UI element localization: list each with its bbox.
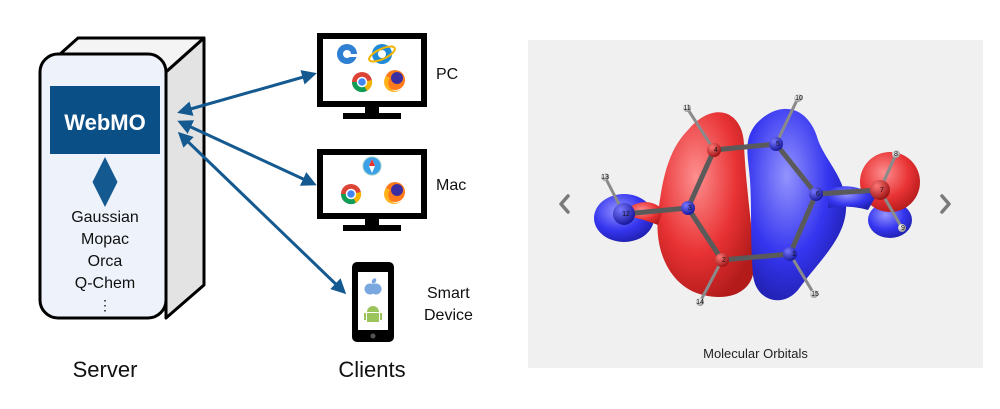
atom-label: 6 bbox=[816, 191, 820, 198]
atom-label: 1 bbox=[792, 251, 796, 258]
atom-carbon bbox=[783, 247, 797, 261]
architecture-diagram: WebMO Gaussian Mopac Orca Q-Chem ⋮ Serve… bbox=[38, 33, 473, 382]
molecular-orbitals-carousel: 1 2 3 4 5 6 7 8 9 10 11 12 13 14 15 Mole… bbox=[528, 40, 983, 368]
pc-monitor bbox=[317, 33, 427, 119]
atom-hydrogen bbox=[810, 290, 818, 298]
atom-nitrogen bbox=[870, 180, 890, 200]
atom-hydrogen bbox=[696, 298, 704, 306]
carousel-prev-button[interactable] bbox=[554, 190, 574, 218]
apple-icon bbox=[364, 278, 382, 295]
engine-qchem: Q-Chem bbox=[75, 275, 135, 292]
bond bbox=[788, 252, 816, 296]
orbital-lobe-red-ring bbox=[657, 112, 755, 297]
atom-label: 7 bbox=[880, 187, 884, 194]
bond bbox=[711, 141, 779, 153]
atoms bbox=[613, 137, 890, 267]
atom-label: 13 bbox=[601, 174, 609, 181]
safari-icon bbox=[362, 156, 382, 176]
bond bbox=[813, 187, 883, 197]
atom-hydrogen bbox=[794, 94, 802, 102]
bond bbox=[773, 141, 819, 197]
bond bbox=[698, 258, 724, 304]
chrome-icon bbox=[340, 184, 362, 205]
webmo-label: WebMO bbox=[64, 110, 145, 135]
chevron-right-icon bbox=[940, 194, 951, 214]
atom-hydrogen bbox=[898, 224, 906, 232]
bond bbox=[787, 191, 819, 257]
internet-explorer-icon bbox=[368, 44, 396, 64]
engine-more: ⋮ bbox=[98, 297, 112, 313]
carousel-next-button[interactable] bbox=[936, 190, 956, 218]
chevron-left-icon bbox=[559, 194, 570, 214]
molecule-viewer: 1 2 3 4 5 6 7 8 9 10 11 12 13 14 15 bbox=[594, 94, 920, 306]
connection-arrows bbox=[177, 70, 347, 295]
edge-icon bbox=[337, 44, 358, 64]
atom-label: 15 bbox=[811, 291, 819, 298]
mac-monitor bbox=[317, 149, 427, 231]
atom-label: 3 bbox=[688, 205, 692, 212]
orbital-lobe-blue-ring bbox=[747, 108, 847, 301]
android-icon bbox=[364, 306, 382, 322]
mac-label: Mac bbox=[436, 177, 466, 194]
atom-label: 12 bbox=[622, 211, 630, 218]
firefox-icon bbox=[384, 70, 405, 92]
bond bbox=[685, 147, 717, 211]
atom-hydrogen bbox=[601, 173, 609, 181]
atom-label: 10 bbox=[795, 95, 803, 102]
arrow-to-smart-device bbox=[177, 131, 347, 295]
arrow-to-pc bbox=[177, 70, 317, 116]
atom-labels: 1 2 3 4 5 6 7 8 9 10 11 12 13 14 15 bbox=[601, 95, 905, 306]
webmo-box: WebMO bbox=[50, 86, 160, 154]
atom-hydrogen bbox=[892, 150, 900, 158]
atom-carbon bbox=[769, 137, 783, 151]
atom-carbon bbox=[681, 201, 695, 215]
atom-carbon bbox=[707, 143, 721, 157]
clients-caption: Clients bbox=[338, 357, 405, 382]
engine-mopac: Mopac bbox=[81, 231, 129, 248]
bond bbox=[685, 106, 716, 152]
bond bbox=[719, 251, 793, 263]
atom-hydrogen bbox=[683, 104, 691, 112]
atom-label: 8 bbox=[894, 151, 898, 158]
atom-label: 11 bbox=[683, 105, 690, 112]
hydrogen-atoms bbox=[601, 94, 906, 306]
engine-orca: Orca bbox=[88, 253, 123, 270]
chrome-icon bbox=[351, 72, 373, 93]
firefox-icon bbox=[384, 182, 405, 204]
engine-gaussian: Gaussian bbox=[71, 209, 139, 226]
atom-label: 9 bbox=[901, 225, 905, 232]
smart-device bbox=[352, 262, 394, 342]
bond bbox=[685, 205, 725, 263]
atom-nitrogen bbox=[613, 203, 635, 225]
bond bbox=[774, 96, 800, 146]
bonds bbox=[621, 141, 883, 263]
atom-carbon bbox=[715, 253, 729, 267]
pc-label: PC bbox=[436, 66, 458, 83]
carousel-caption: Molecular Orbitals bbox=[703, 346, 808, 361]
atom-label: 14 bbox=[696, 299, 704, 306]
atom-label: 5 bbox=[776, 141, 780, 148]
smart-label-line1: Smart bbox=[427, 285, 470, 302]
orbital-lobes bbox=[594, 108, 920, 301]
smart-label-line2: Device bbox=[424, 307, 473, 324]
atom-label: 2 bbox=[722, 257, 726, 264]
server-caption: Server bbox=[73, 357, 138, 382]
atom-label: 4 bbox=[714, 147, 718, 154]
atom-carbon bbox=[809, 187, 823, 201]
